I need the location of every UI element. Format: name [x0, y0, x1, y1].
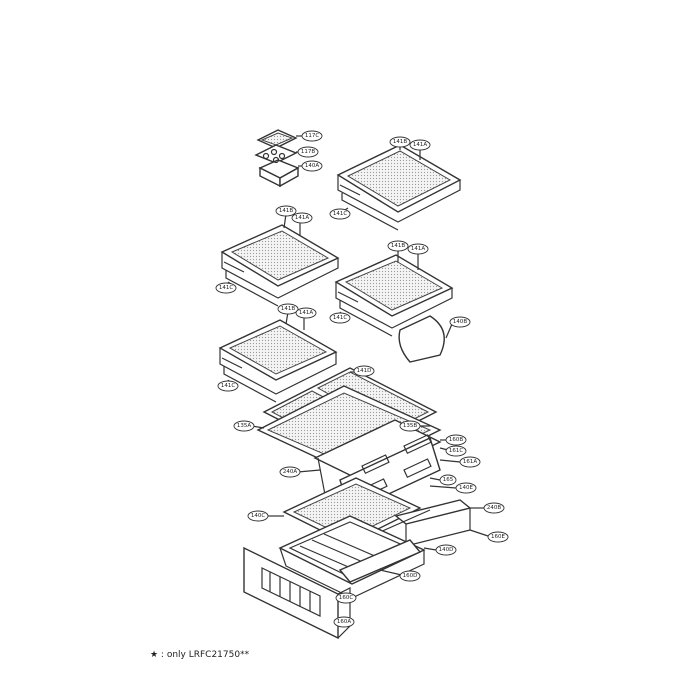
shelf-assembly-2 — [220, 224, 340, 307]
label-135b: 135B — [399, 420, 421, 432]
egg-tray-part — [254, 129, 300, 188]
svg-text:160B: 160B — [449, 437, 463, 443]
svg-text:165: 165 — [443, 477, 454, 483]
label-141a-4: 141A — [295, 307, 317, 319]
svg-text:140B: 140B — [453, 319, 467, 325]
svg-text:160D: 160D — [403, 573, 418, 579]
svg-text:141B: 141B — [393, 139, 407, 145]
label-240a: 240A — [279, 466, 301, 478]
svg-text:240A: 240A — [283, 469, 297, 475]
svg-text:141C: 141C — [219, 285, 233, 291]
svg-text:135B: 135B — [403, 423, 417, 429]
svg-text:161A: 161A — [463, 459, 477, 465]
label-141b-3: 141B — [387, 240, 409, 252]
label-140b: 140B — [449, 316, 471, 328]
shelf-assembly-1 — [336, 144, 462, 231]
svg-text:160E: 160E — [491, 534, 505, 540]
svg-text:141A: 141A — [299, 310, 313, 316]
svg-text:160A: 160A — [337, 619, 351, 625]
svg-text:141B: 141B — [391, 243, 405, 249]
label-141a-2: 141A — [291, 212, 313, 224]
label-165: 165 — [439, 474, 457, 486]
label-141c-3: 141C — [329, 312, 351, 324]
svg-text:141C: 141C — [221, 383, 235, 389]
front-panel — [243, 546, 351, 640]
svg-text:140A: 140A — [305, 163, 319, 169]
label-240b: 240B — [483, 502, 505, 514]
bottom-pan — [278, 515, 426, 599]
label-141c-4: 141C — [217, 380, 239, 392]
label-160b: 160B — [445, 434, 467, 446]
svg-text:141A: 141A — [411, 246, 425, 252]
label-141b-2: 141B — [275, 205, 297, 217]
label-135a: 135A — [233, 420, 255, 432]
svg-text:141B: 141B — [281, 306, 295, 312]
label-117c: 117C — [301, 130, 323, 142]
svg-text:141C: 141C — [333, 315, 347, 321]
svg-text:141A: 141A — [413, 142, 427, 148]
shelf-assembly-4 — [218, 319, 338, 403]
svg-text:160C: 160C — [339, 595, 353, 601]
svg-text:141D: 141D — [357, 368, 372, 374]
label-140d: 140D — [435, 544, 457, 556]
label-140a-top: 140A — [301, 160, 323, 172]
label-160a: 160A — [333, 616, 355, 628]
svg-text:140D: 140D — [439, 547, 454, 553]
shelf-assembly-3 — [334, 254, 454, 363]
label-160d: 160D — [399, 570, 421, 582]
label-141c-1: 141C — [329, 208, 351, 220]
svg-text:141B: 141B — [279, 208, 293, 214]
svg-text:141C: 141C — [333, 211, 347, 217]
label-140c: 140C — [247, 510, 269, 522]
label-141a-3: 141A — [407, 243, 429, 255]
label-141a-1: 141A — [409, 139, 431, 151]
label-161a: 161A — [459, 456, 481, 468]
svg-text:240B: 240B — [487, 505, 501, 511]
svg-text:161C: 161C — [449, 448, 463, 454]
svg-text:140E: 140E — [459, 485, 473, 491]
label-160c: 160C — [335, 592, 357, 604]
svg-text:140C: 140C — [251, 513, 265, 519]
label-141d: 141D — [353, 365, 375, 377]
svg-text:141A: 141A — [295, 215, 309, 221]
label-117b: 117B — [297, 146, 319, 158]
label-141b-1: 141B — [389, 136, 411, 148]
label-161c: 161C — [445, 445, 467, 457]
svg-text:135A: 135A — [237, 423, 251, 429]
label-140e: 140E — [455, 482, 477, 494]
label-141b-4: 141B — [277, 303, 299, 315]
svg-text:117B: 117B — [301, 149, 315, 155]
label-141c-2: 141C — [215, 282, 237, 294]
footnote-text: ★ : only LRFC21750** — [150, 650, 250, 660]
svg-text:117C: 117C — [305, 133, 319, 139]
label-160e: 160E — [487, 531, 509, 543]
